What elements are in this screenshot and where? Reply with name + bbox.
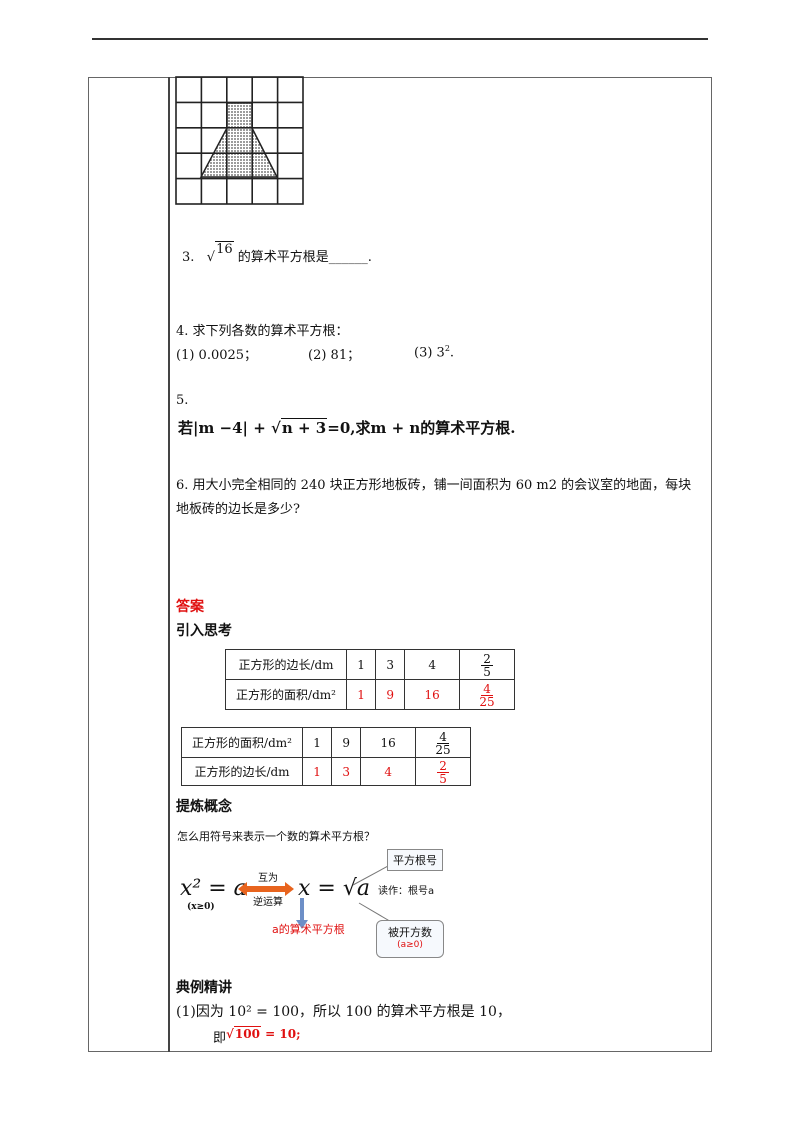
radicand-callout: 被开方数 (a≥0)	[376, 920, 444, 958]
q4-item-1: (1) 0.0025；	[176, 348, 258, 363]
q5-num: 5.	[176, 393, 189, 408]
section-concept: 提炼概念	[176, 799, 232, 815]
arrow-bottom-label: 逆运算	[253, 897, 283, 908]
arrow-top-label: 互为	[258, 873, 278, 884]
q6-line2: 地板砖的边长是多少?	[176, 502, 300, 517]
q3: 3. √16 的算术平方根是______.	[182, 241, 372, 265]
equation-rhs: x = √a	[298, 876, 370, 901]
section-intro: 引入思考	[176, 623, 232, 639]
down-arrow-icon	[296, 898, 308, 929]
sqrt-radicand: 16	[215, 241, 234, 257]
column-divider	[168, 77, 170, 1052]
concept-question: 怎么用符号来表示一个数的算术平方根？	[177, 830, 375, 843]
grid-lines	[175, 76, 304, 205]
double-arrow-icon	[238, 882, 294, 896]
read-as-label: 读作：根号a	[378, 886, 435, 897]
radical-sign-callout: 平方根号	[387, 849, 443, 871]
section-example: 典例精讲	[176, 980, 232, 996]
answers-heading: 答案	[176, 599, 204, 615]
q4-title: 4. 求下列各数的算术平方根：	[176, 324, 349, 339]
q6-line1: 6. 用大小完全相同的 240 块正方形地板砖，铺一间面积为 60 m2 的会议…	[176, 478, 692, 493]
lesson-table	[88, 77, 712, 1052]
header-rule	[92, 38, 708, 40]
q4-item-2: (2) 81；	[308, 348, 361, 363]
example-1: (1)因为 10² = 100，所以 100 的算术平方根是 10，	[176, 1004, 511, 1020]
q4-item-3: (3) 32.	[414, 344, 455, 361]
grid-trapezoid-figure	[175, 76, 304, 205]
shaded-shape	[199, 102, 279, 178]
example-1-result: 即√100 = 10;	[213, 1026, 301, 1046]
condition-x: (x≥0)	[187, 902, 215, 912]
q5-text: 若|m −4| + √n + 3=0,求m + n的算术平方根.	[178, 418, 516, 437]
equation-lhs: x² = a	[180, 876, 247, 901]
meaning-label: a的算术平方根	[272, 923, 345, 936]
